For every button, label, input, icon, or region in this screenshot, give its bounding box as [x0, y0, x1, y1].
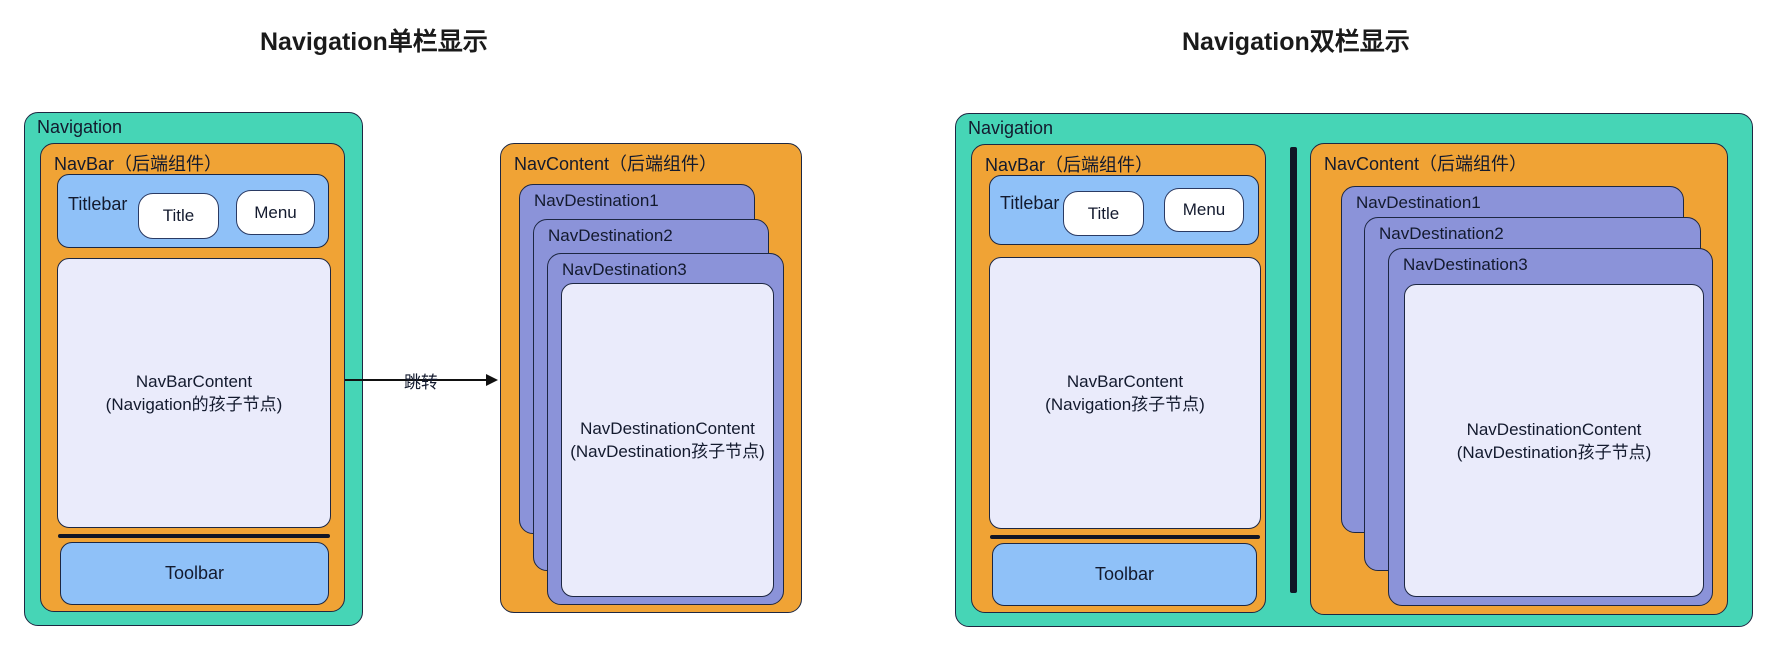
- right-navdestination-3-label: NavDestination3: [1403, 255, 1528, 274]
- right-menu-button: Menu: [1164, 188, 1244, 232]
- panes-divider: [1290, 147, 1297, 593]
- jump-arrow-label: 跳转: [404, 373, 438, 392]
- right-titlebar: Titlebar Title Menu: [989, 175, 1259, 245]
- left-toolbar-divider: [58, 534, 330, 538]
- left-navbar-content-line2: (Navigation的孩子节点): [105, 395, 283, 414]
- right-navdestination-2-label: NavDestination2: [1379, 224, 1504, 243]
- right-navcontent-label: NavContent（后端组件）: [1324, 154, 1528, 174]
- right-navbar-content: NavBarContent (Navigation孩子节点): [989, 257, 1261, 529]
- right-title-button: Title: [1063, 191, 1144, 236]
- right-navbar-box: NavBar（后端组件） Titlebar Title Menu NavBarC…: [971, 144, 1266, 613]
- left-navdestination-content-line2: (NavDestination孩子节点): [570, 442, 765, 461]
- left-navigation-label: Navigation: [37, 117, 123, 137]
- left-titlebar: Titlebar Title Menu: [57, 174, 329, 248]
- left-menu-button: Menu: [236, 190, 315, 235]
- left-navbar-label: NavBar（后端组件）: [54, 154, 223, 174]
- left-navbar-box: NavBar（后端组件） Titlebar Title Menu NavBarC…: [40, 143, 345, 612]
- right-diagram-title: Navigation双栏显示: [1182, 28, 1410, 56]
- right-navigation-label: Navigation: [968, 118, 1054, 138]
- left-titlebar-label: Titlebar: [68, 194, 128, 214]
- left-navcontent-box: NavContent（后端组件） NavDestination1 NavDest…: [500, 143, 802, 613]
- right-navdestination-1-label: NavDestination1: [1356, 193, 1481, 212]
- left-toolbar: Toolbar: [60, 542, 329, 605]
- jump-arrow-head: [486, 374, 498, 386]
- jump-arrow-line: [345, 379, 488, 381]
- left-title-button: Title: [138, 193, 219, 239]
- right-toolbar: Toolbar: [992, 543, 1257, 606]
- left-diagram-title: Navigation单栏显示: [260, 28, 488, 56]
- left-navdestination-1-label: NavDestination1: [534, 191, 659, 210]
- left-navigation-box: Navigation NavBar（后端组件） Titlebar Title M…: [24, 112, 363, 626]
- right-navbar-content-line1: NavBarContent: [1066, 372, 1184, 391]
- right-navbar-content-line2: (Navigation孩子节点): [1045, 395, 1205, 414]
- right-navbar-label: NavBar（后端组件）: [985, 155, 1154, 175]
- right-toolbar-divider: [990, 535, 1260, 539]
- left-navdestination-2-label: NavDestination2: [548, 226, 673, 245]
- left-navbar-content-line1: NavBarContent: [135, 372, 253, 391]
- left-navdestination-content: NavDestinationContent (NavDestination孩子节…: [561, 283, 774, 597]
- right-navdestination-content: NavDestinationContent (NavDestination孩子节…: [1404, 284, 1704, 597]
- right-navdestination-content-line1: NavDestinationContent: [1466, 419, 1642, 439]
- right-navdestination-content-line2: (NavDestination孩子节点): [1456, 442, 1652, 462]
- left-navbar-content: NavBarContent (Navigation的孩子节点): [57, 258, 331, 528]
- right-titlebar-label: Titlebar: [1000, 193, 1060, 213]
- left-navdestination-content-line1: NavDestinationContent: [580, 419, 755, 438]
- left-navdestination-3-label: NavDestination3: [562, 260, 687, 279]
- left-navdestination-3: NavDestination3 NavDestinationContent (N…: [547, 253, 784, 605]
- right-navdestination-3: NavDestination3 NavDestinationContent (N…: [1388, 248, 1713, 606]
- right-navcontent-box: NavContent（后端组件） NavDestination1 NavDest…: [1310, 143, 1728, 615]
- left-navcontent-label: NavContent（后端组件）: [514, 154, 718, 174]
